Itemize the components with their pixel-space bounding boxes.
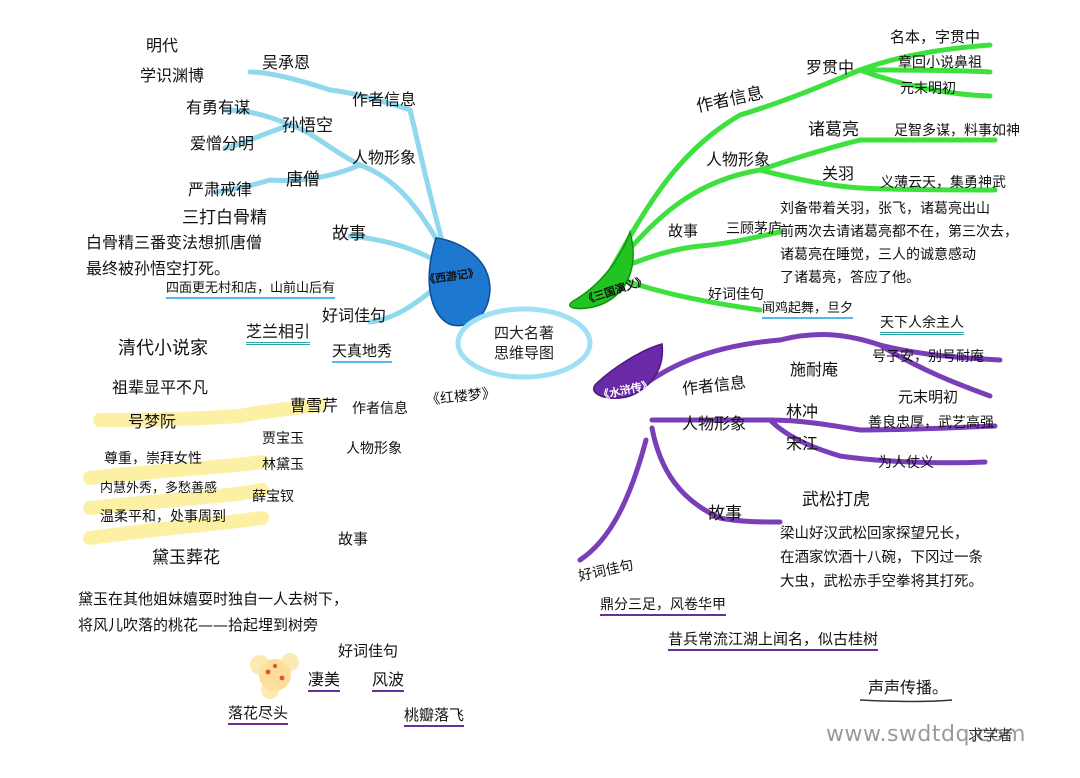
sanguo-idiom2: 天下人余主人 bbox=[880, 316, 964, 335]
shuihu-sj-trait: 为人仗义 bbox=[878, 455, 934, 471]
shuihu-underline bbox=[859, 699, 953, 703]
shuihu-story-text: 梁山好汉武松回家探望兄长， 在酒家饮酒十八碗，下冈过一条 大虫，武松赤手空拳将其… bbox=[780, 526, 983, 590]
xiyouji-story-title: 三打白骨精 bbox=[182, 208, 267, 228]
xiyouji-author-branch: 作者信息 bbox=[352, 90, 417, 109]
shuihu-songjiang: 宋江 bbox=[786, 434, 819, 453]
sanguo-author-f3: 元末明初 bbox=[900, 81, 956, 97]
sanguo-guanyu: 关羽 bbox=[822, 164, 855, 183]
honglou-idiom-branch: 好词佳句 bbox=[338, 642, 399, 660]
xiyouji-story-branch: 故事 bbox=[332, 224, 366, 244]
xiyouji-swk-trait1: 有勇有谋 bbox=[186, 98, 251, 117]
honglou-ancestry: 祖辈显平不凡 bbox=[112, 378, 209, 397]
center-title-line2: 思维导图 bbox=[493, 344, 554, 362]
honglou-author-branch: 作者信息 bbox=[352, 401, 408, 417]
sanguo-idiom1: 闻鸡起舞，旦夕 bbox=[762, 302, 854, 319]
sanguo-petal bbox=[569, 229, 634, 310]
xiyouji-idiom2: 芝兰相引 bbox=[246, 324, 311, 345]
honglou-xbc-trait: 温柔平和，处事周到 bbox=[100, 509, 226, 525]
flower-decoration bbox=[250, 653, 299, 699]
sanguo-idiom-branch: 好词佳句 bbox=[708, 287, 764, 303]
honglou-author-name: 曹雪芹 bbox=[290, 396, 339, 415]
xiyouji-idiom1: 四面更无村和店，山前山后有 bbox=[166, 282, 336, 299]
shuihu-author-f2: 元末明初 bbox=[898, 388, 959, 406]
sanguo-zgl-trait: 足智多谋，料事如神 bbox=[894, 123, 1020, 139]
honglou-idiom2: 风波 bbox=[372, 672, 405, 692]
sanguo-story-branch: 故事 bbox=[668, 222, 699, 240]
sanguo-gy-trait: 义薄云天，集勇神武 bbox=[880, 175, 1006, 191]
center-title: 四大名著 思维导图 bbox=[460, 312, 588, 374]
shuihu-author-f1: 号子安，别号耐庵 bbox=[872, 349, 984, 365]
honglou-jiabaoyu: 贾宝玉 bbox=[262, 431, 304, 447]
sanguo-author-f1: 名本，字贯中 bbox=[890, 28, 981, 46]
signature: 求学者 bbox=[968, 726, 1014, 744]
honglou-idiom1: 凄美 bbox=[308, 672, 341, 692]
honglou-figures-branch: 人物形象 bbox=[346, 441, 402, 457]
honglou-story-title: 黛玉葬花 bbox=[152, 548, 220, 568]
honglou-story-text: 黛玉在其他姐妹嬉耍时独自一人去树下， 将风儿吹落的桃花——拾起埋到树旁 bbox=[78, 590, 349, 634]
xiyouji-sunwukong: 孙悟空 bbox=[282, 116, 333, 136]
shuihu-linchong: 林冲 bbox=[786, 402, 819, 421]
shuihu-idiom1: 鼎分三足，风卷华甲 bbox=[600, 598, 726, 616]
honglou-highlights bbox=[83, 398, 327, 545]
shuihu-idiom2: 昔兵常流江湖上闻名，似古桂树 bbox=[668, 632, 879, 651]
honglou-alias: 号梦阮 bbox=[128, 412, 177, 431]
shuihu-lc-trait: 善良忠厚，武艺高强 bbox=[868, 415, 994, 431]
watermark: www.swdtdq.com bbox=[826, 722, 1026, 747]
sanguo-story-text: 刘备带着关羽，张飞，诸葛亮出山 前两次去请诸葛亮都不在，第三次去， 诸葛亮在睡觉… bbox=[780, 201, 1018, 286]
honglou-qing-novelist: 清代小说家 bbox=[118, 338, 208, 359]
sanguo-author-f2: 章回小说鼻祖 bbox=[898, 55, 982, 71]
shuihu-petal bbox=[592, 343, 664, 399]
sanguo-zhugeliang: 诸葛亮 bbox=[808, 120, 859, 140]
honglou-xuebaochai: 薛宝钗 bbox=[252, 489, 294, 505]
honglou-jby-trait: 尊重，崇拜女性 bbox=[104, 451, 202, 467]
sanguo-story-title: 三顾茅庐 bbox=[726, 221, 782, 237]
xiyouji-era: 明代 bbox=[146, 36, 179, 55]
shuihu-story-title: 武松打虎 bbox=[802, 490, 870, 510]
shuihu-figures-branch: 人物形象 bbox=[682, 414, 747, 433]
honglou-lindaiyu: 林黛玉 bbox=[262, 457, 304, 473]
center-node bbox=[455, 306, 593, 380]
shuihu-idiom3: 声声传播。 bbox=[868, 678, 949, 697]
honglou-idiom4: 桃瓣落飞 bbox=[404, 708, 465, 727]
sanguo-author-name: 罗贯中 bbox=[806, 58, 855, 77]
xiyouji-author-name: 吴承恩 bbox=[262, 53, 311, 72]
xiyouji-story-text: 白骨精三番变法想抓唐僧 最终被孙悟空打死。 bbox=[86, 233, 263, 278]
xiyouji-ts-trait: 严肃戒律 bbox=[188, 180, 253, 199]
xiyouji-idiom-branch: 好词佳句 bbox=[322, 306, 387, 325]
center-title-line1: 四大名著 bbox=[493, 324, 554, 342]
xiyouji-learning: 学识渊博 bbox=[140, 66, 205, 85]
honglou-ldy-trait: 内慧外秀，多愁善感 bbox=[100, 481, 218, 496]
shuihu-author-name: 施耐庵 bbox=[790, 360, 839, 379]
xiyouji-swk-trait2: 爱憎分明 bbox=[190, 134, 255, 153]
honglou-idiom3: 落花尽头 bbox=[228, 706, 289, 725]
honglou-story-branch: 故事 bbox=[338, 530, 369, 548]
xiyouji-figures-branch: 人物形象 bbox=[352, 148, 417, 167]
sanguo-figures-branch: 人物形象 bbox=[706, 150, 771, 169]
shuihu-story-branch: 故事 bbox=[708, 504, 742, 524]
xiyouji-idiom3: 天真地秀 bbox=[332, 344, 393, 363]
xiyouji-tangseng: 唐僧 bbox=[286, 170, 320, 190]
shuihu-branches bbox=[577, 332, 1003, 563]
